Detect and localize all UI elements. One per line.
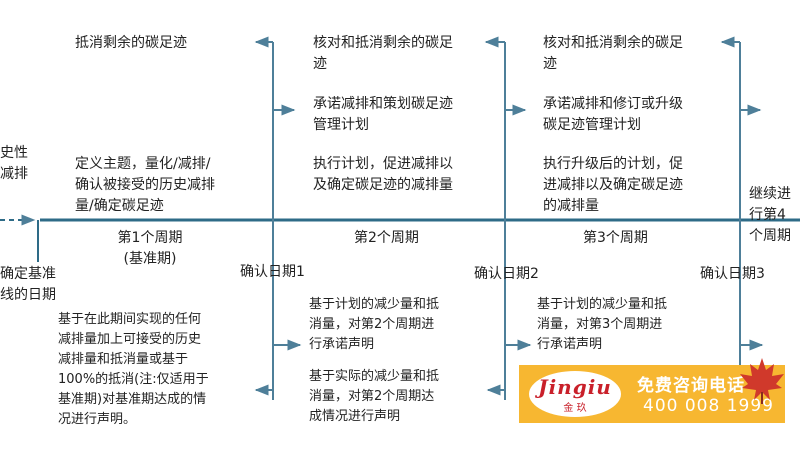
p2-commit-text: 承诺减排和策划碳足迹 管理计划	[313, 96, 453, 133]
period1-label: 第1个周期 (基准期)	[117, 230, 183, 267]
p3-execute-text: 执行升级后的计划，促 进减排以及确定碳足迹 的减排量	[543, 156, 683, 214]
p4-continue-text: 继续进 行第4 个周期	[749, 186, 791, 244]
baseline-statement: 基于在此期间实现的任何 减排量加上可接受的历史 减排量和抵消量或基于 100%的…	[58, 312, 209, 427]
hotline-badge[interactable]: Jingiu 金 玖 免费咨询电话 400 008 1999	[519, 365, 785, 423]
p2-verify-text: 核对和抵消剩余的碳足 迹	[313, 35, 453, 72]
period3-label: 第3个周期	[583, 230, 648, 246]
c1-actual-text: 基于实际的减少量和抵 消量，对第2个周期达 成情况进行声明	[309, 369, 440, 424]
brand-logo-subtitle: 金 玖	[563, 403, 587, 414]
c2-planned-text: 基于计划的减少量和抵 消量，对第3个周期进 行承诺声明	[537, 297, 668, 352]
confirm-date1-label: 确认日期1	[240, 264, 305, 280]
period2-label: 第2个周期	[354, 230, 419, 246]
p3-verify-text: 核对和抵消剩余的碳足 迹	[543, 35, 683, 72]
hotline-number: 400 008 1999	[643, 396, 774, 416]
p1-define-text: 定义主题，量化/减排/ 确认被接受的历史减排 量/确定碳足迹	[75, 156, 215, 214]
p1-offset-text: 抵消剩余的碳足迹	[75, 35, 187, 51]
confirm-baseline-label: 确定基准 线的日期	[0, 266, 56, 303]
hotline-label: 免费咨询电话	[637, 376, 745, 396]
brand-logo: Jingiu 金 玖	[529, 371, 621, 417]
c1-planned-text: 基于计划的减少量和抵 消量，对第2个周期进 行承诺声明	[309, 297, 440, 352]
p2-execute-text: 执行计划，促进减排以 及确定碳足迹的减排量	[313, 156, 453, 193]
confirm-date3-label: 确认日期3	[700, 266, 765, 282]
brand-logo-name: Jingiu	[538, 375, 612, 399]
history-label: 史性 减排	[0, 145, 28, 182]
p3-commit-text: 承诺减排和修订或升级 碳足迹管理计划	[543, 96, 683, 133]
confirm-date2-label: 确认日期2	[474, 266, 539, 282]
maple-leaf-icon	[740, 358, 784, 404]
